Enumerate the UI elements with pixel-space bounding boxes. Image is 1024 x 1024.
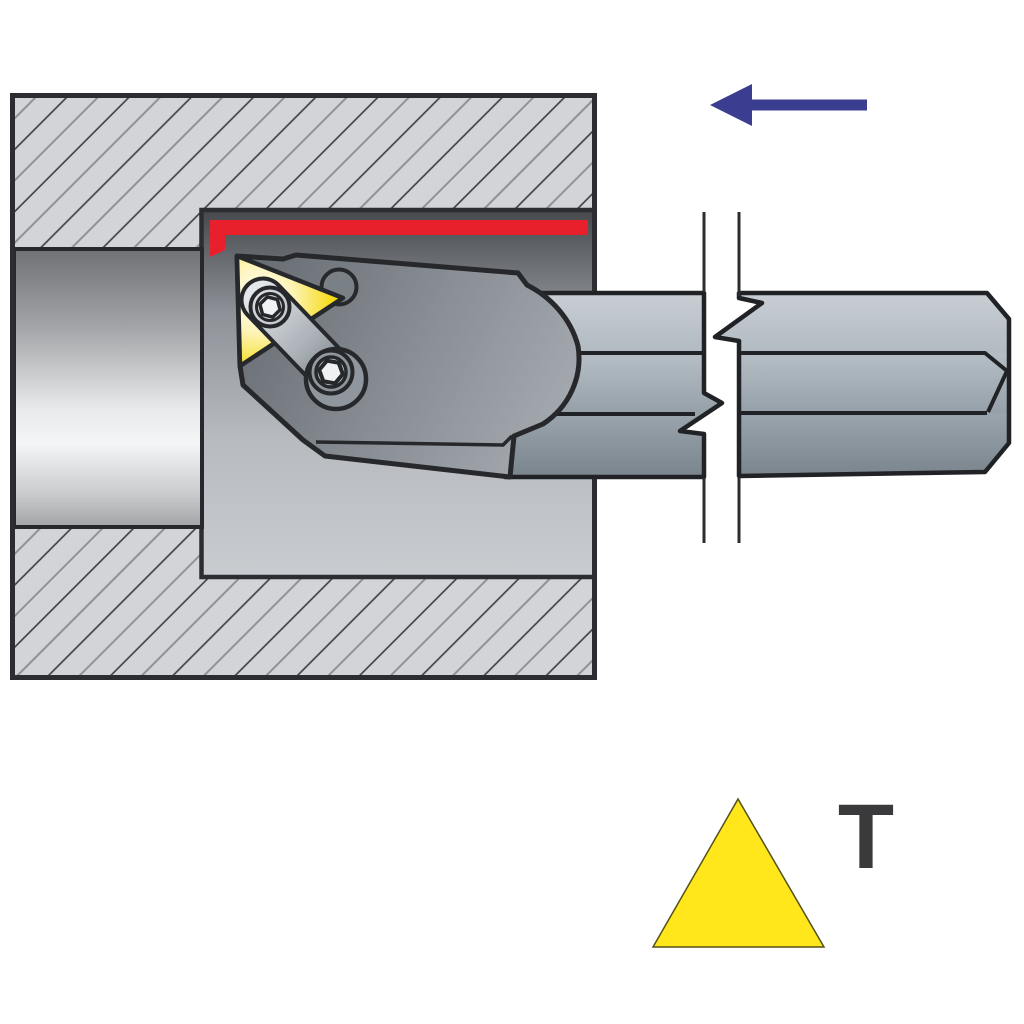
triangle-insert-icon <box>651 797 826 948</box>
break-lines <box>702 212 741 543</box>
legend-letter: T <box>838 786 894 888</box>
clamp-screw <box>303 346 369 412</box>
head-chamfer-line <box>315 434 514 447</box>
feed-direction-arrow-icon <box>710 84 867 126</box>
insert-screw <box>248 285 292 329</box>
cut-surface-marker <box>210 220 588 257</box>
hex-socket-icon <box>316 358 346 386</box>
insert-shape-legend: T <box>651 786 894 948</box>
hex-socket-icon <box>257 294 283 320</box>
shank-right-segment <box>712 290 1012 479</box>
pilot-bore-wall <box>12 247 204 529</box>
